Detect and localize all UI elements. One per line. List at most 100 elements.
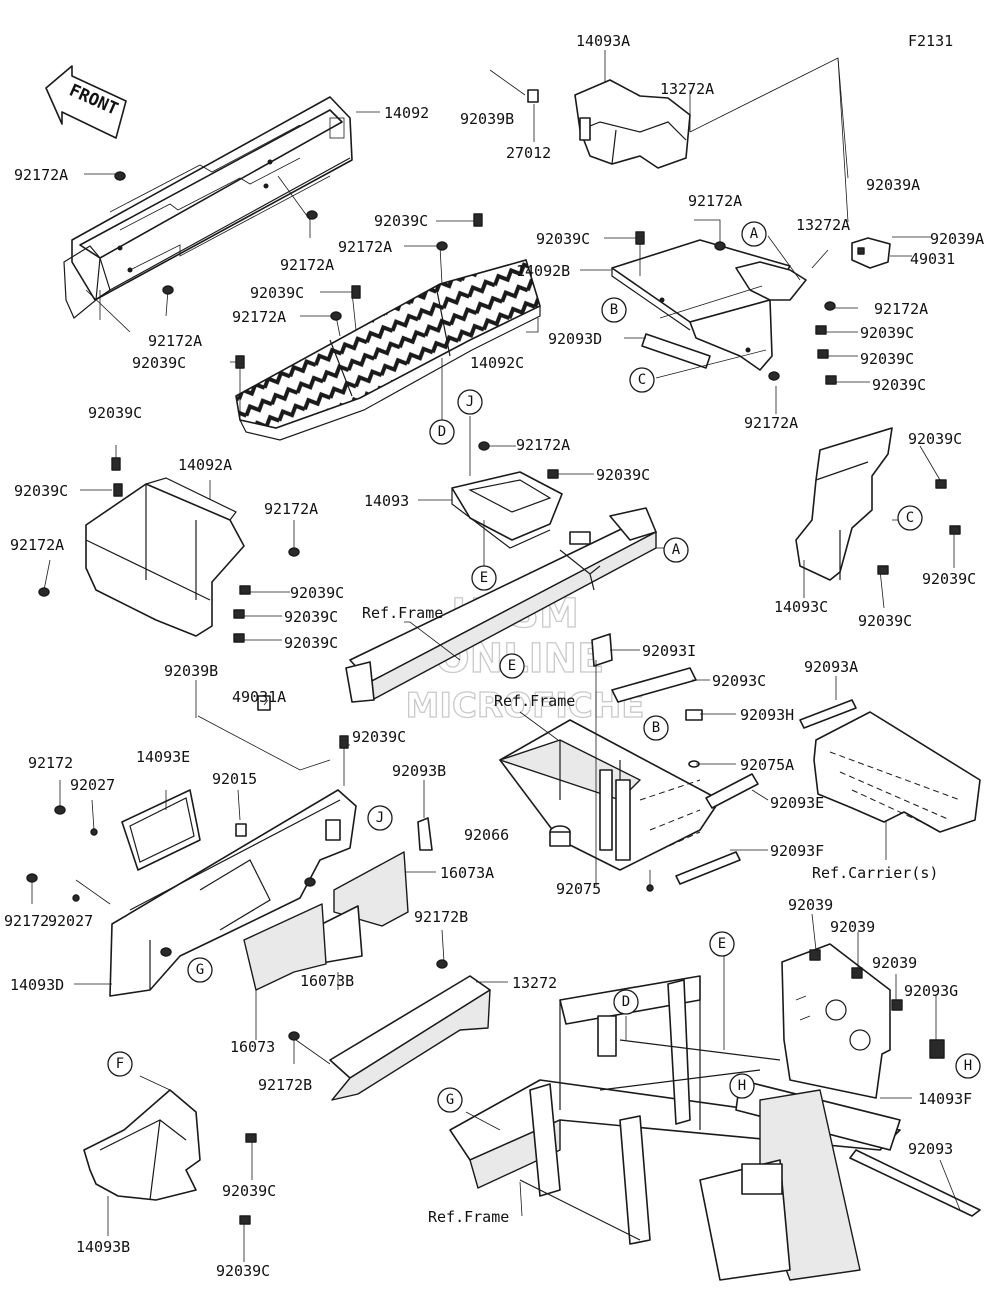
callout-circle: D [429,419,455,445]
part-16073-pads-drawing [243,851,409,991]
callout-circle: C [897,505,923,531]
svg-text:E: E [508,658,516,674]
part-14092B-drawing [611,239,807,371]
clip-icon-24 [547,469,559,479]
callout-circle: E [471,565,497,591]
part-label: 13272A [796,216,850,234]
part-label: 92172 [28,754,73,772]
part-label: 92075A [740,756,794,774]
svg-text:E: E [718,936,726,952]
center-subframe-drawing [499,633,721,871]
clip-icon-20 [239,585,251,595]
callout-circle: B [643,715,669,741]
part-label: 92039C [908,430,962,448]
part-label: 14093E [136,748,190,766]
svg-text:C: C [906,510,914,526]
callout-markers: A B C D J E A C E B J G E D H H F G [107,221,981,1113]
callout-circle: E [499,653,525,679]
part-label: 92039C [88,404,142,422]
callout-circle: A [741,221,767,247]
clip-icon-11 [824,301,836,311]
part-14092A-drawing [85,477,245,637]
part-label: 92039C [132,354,186,372]
clip-icon-37 [891,999,903,1011]
clip-icon-4 [473,213,483,227]
part-label: 13272A [660,80,714,98]
callout-circle: C [629,367,655,393]
main-frame-drawing [449,975,981,1281]
part-label: Ref.Carrier(s) [812,864,938,882]
part-label: 92172A [874,300,928,318]
part-label: 92172A [688,192,742,210]
part-label: 92093 [908,1140,953,1158]
svg-text:E: E [480,570,488,586]
clip-icon-14 [825,375,837,385]
svg-text:H: H [738,1078,746,1094]
part-label: 92093B [392,762,446,780]
part-label: 92172A [338,238,392,256]
part-label: 92172A [10,536,64,554]
clip-icon-41 [646,884,654,892]
clip-icon-6 [351,285,361,299]
clip-icon-8 [235,355,245,369]
part-label: 92039C [14,482,68,500]
clip-icon-30 [90,828,98,836]
part-label: 49031A [232,688,286,706]
part-14093C-drawing [795,427,893,581]
clip-icon-22 [233,633,245,643]
part-14093A-drawing [527,79,691,169]
clip-icon-39 [245,1133,257,1143]
part-label: 92039C [352,728,406,746]
clip-icon-13 [817,349,829,359]
clip-icon-27 [877,565,889,575]
part-label: Ref.Frame [362,604,443,622]
part-label: 14093F [918,1090,972,1108]
clip-icon-42 [160,947,172,957]
part-14093-drawing [451,471,563,549]
part-label: 92039C [250,284,304,302]
clip-icon-10 [714,241,726,251]
svg-text:B: B [652,720,660,736]
frame-cross-member-drawing [345,507,657,703]
svg-text:G: G [196,962,204,978]
callout-circle: F [107,1051,133,1077]
clip-icon-25 [935,479,947,489]
part-label: 92039C [284,608,338,626]
part-label: 92039C [290,584,344,602]
part-label: 92039C [860,324,914,342]
diagram-id: F2131 [908,32,953,50]
clip-icon-1 [114,171,126,181]
part-14093F-drawing [781,943,891,1099]
carrier-drawing [799,699,981,833]
svg-text:B: B [610,302,618,318]
part-14093D-drawing [109,695,433,997]
clip-icon-21 [233,609,245,619]
part-label: 92172B [258,1076,312,1094]
part-label: 16073B [300,972,354,990]
part-label: 92039 [788,896,833,914]
part-label: 92172A [232,308,286,326]
clip-icon-15 [768,371,780,381]
part-label: 92172A [516,436,570,454]
part-label: 14092C [470,354,524,372]
part-14092-drawing [63,96,353,320]
part-label: Ref.Frame [428,1208,509,1226]
part-label: 92039C [222,1182,276,1200]
part-label: 92039C [872,376,926,394]
part-label: 92039B [164,662,218,680]
svg-text:F: F [116,1056,124,1072]
part-14092C-mat-drawing [235,259,541,441]
part-label: 92172A [744,414,798,432]
callout-circle: B [601,297,627,323]
svg-text:H: H [964,1058,972,1074]
part-label: 49031 [910,250,955,268]
part-label: 92039C [596,466,650,484]
clip-icon-28 [339,735,349,749]
clip-icon-43 [304,877,316,887]
clip-icon-19 [288,547,300,557]
part-label: 14092B [516,262,570,280]
part-label: 92093F [770,842,824,860]
part-label: 92039A [930,230,984,248]
part-label: 27012 [506,144,551,162]
